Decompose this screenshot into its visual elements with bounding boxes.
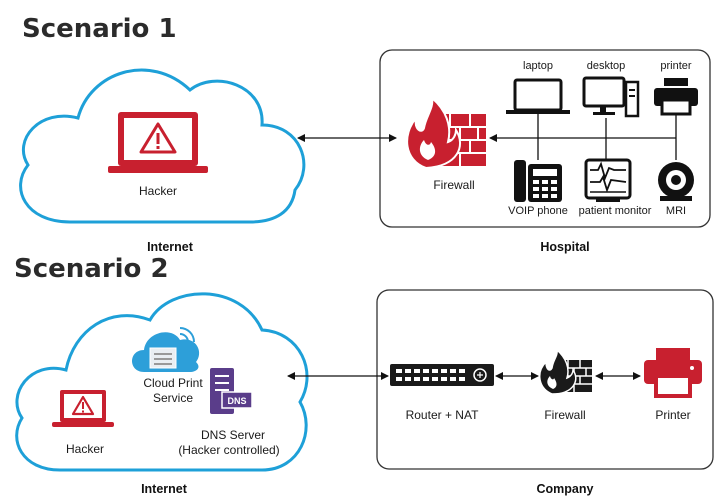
internet-cloud-1: [19, 68, 306, 224]
router-icon: [390, 364, 494, 386]
laptop-device-icon: [506, 78, 570, 114]
printer-device-icon: [654, 78, 698, 116]
mri-label: MRI: [665, 205, 687, 217]
scenario1-title: Scenario 1: [22, 14, 177, 44]
cloud-print-label-2: Service: [152, 391, 193, 405]
laptop-label: laptop: [523, 60, 553, 72]
hacker-label-1: Hacker: [138, 184, 177, 198]
scenario2-title: Scenario 2: [14, 254, 169, 284]
desktop-label: desktop: [586, 60, 626, 72]
printer-label-2: Printer: [655, 408, 691, 422]
internet-label-2: Internet: [141, 482, 187, 496]
firewall-icon-2: [539, 348, 592, 395]
dns-badge-text: DNS: [227, 396, 246, 406]
hacker-label-2: Hacker: [65, 442, 104, 456]
patient-monitor-icon: [584, 158, 632, 202]
internet-label-1: Internet: [147, 240, 193, 254]
hospital-label: Hospital: [540, 240, 590, 254]
printer-label: printer: [660, 60, 692, 72]
firewall-label-2: Firewall: [544, 408, 586, 422]
internet-cloud-2: [15, 292, 309, 472]
mri-icon: [658, 162, 694, 201]
firewall-label-1: Firewall: [433, 178, 475, 192]
firewall-icon-1: [406, 95, 486, 170]
cloud-print-service-icon: [132, 327, 200, 372]
company-label: Company: [536, 482, 594, 496]
router-label: Router + NAT: [405, 408, 479, 422]
hacker-laptop-icon-2: [52, 390, 114, 427]
dns-server-icon: [210, 368, 253, 414]
voip-phone-icon: [514, 160, 562, 202]
dns-label-1: DNS Server: [200, 428, 265, 442]
patient-monitor-label: patient monitor: [578, 205, 652, 217]
printer-icon-2: [644, 348, 702, 398]
hacker-laptop-icon-1: [108, 112, 208, 173]
cloud-print-label-1: Cloud Print: [143, 376, 203, 390]
dns-label-2: (Hacker controlled): [178, 443, 280, 457]
desktop-device-icon: [582, 76, 640, 118]
voip-phone-label: VOIP phone: [508, 205, 568, 217]
